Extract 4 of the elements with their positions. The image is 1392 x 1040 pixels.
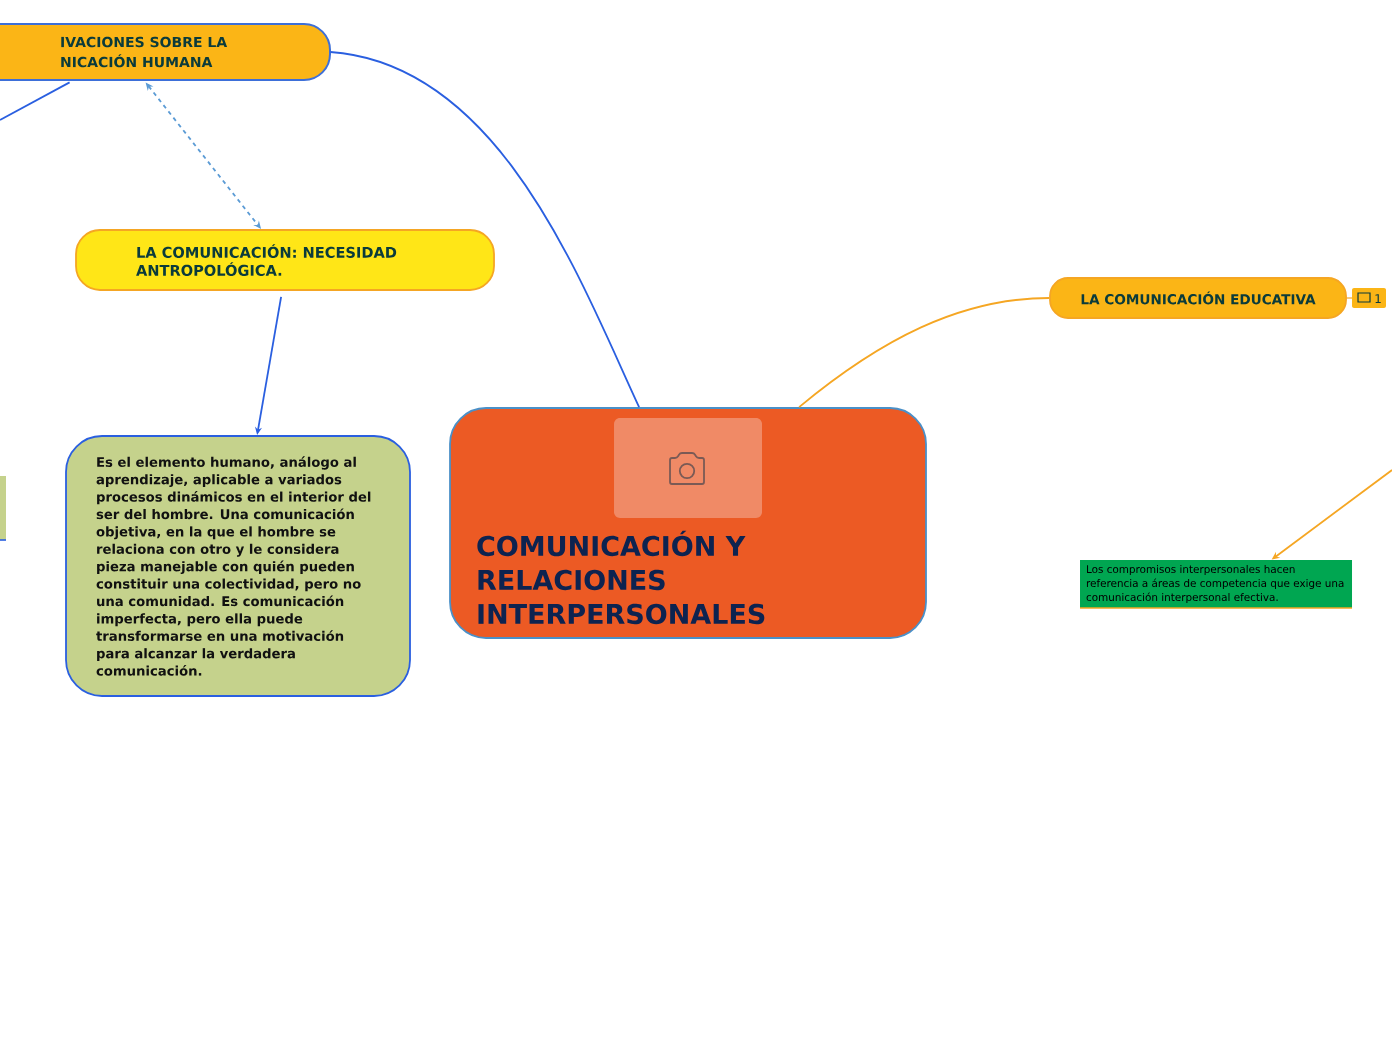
note-box bbox=[0, 476, 7, 541]
connector bbox=[798, 297, 1050, 408]
connector bbox=[0, 81, 71, 121]
connector bbox=[329, 51, 640, 408]
